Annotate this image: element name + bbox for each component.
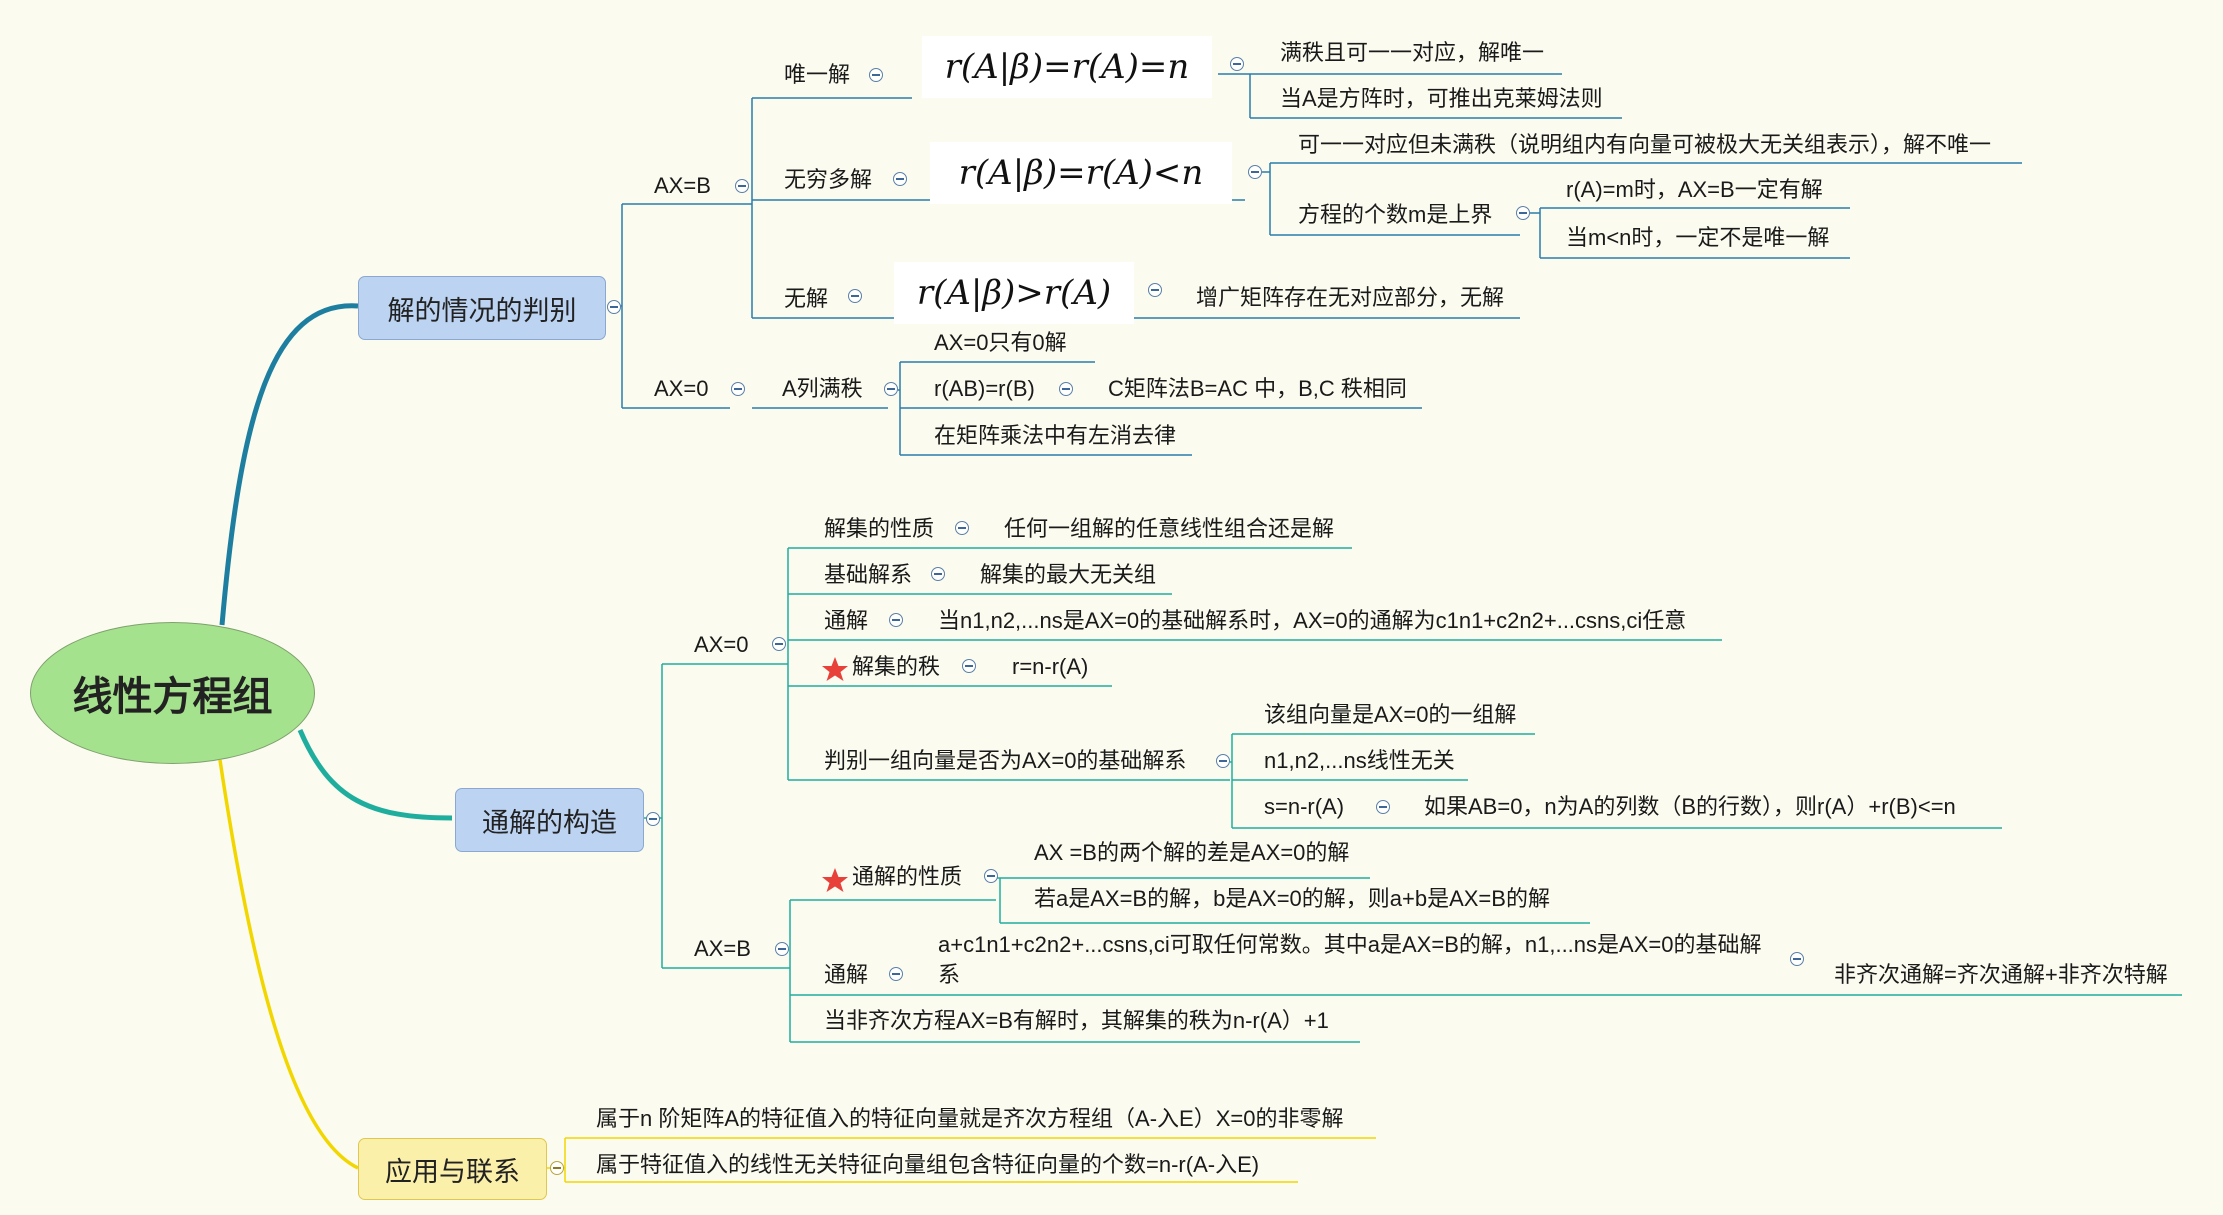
collapse-icon[interactable] <box>984 869 998 883</box>
collapse-icon[interactable] <box>731 382 745 396</box>
application-item-count: 属于特征值入的线性无关特征向量组包含特征向量的个数=n-r(A-入E) <box>596 1152 1260 1177</box>
collapse-icon[interactable] <box>962 659 976 673</box>
collapse-icon[interactable] <box>1148 283 1162 297</box>
main-node-judgement[interactable]: 解的情况的判别 <box>358 276 606 340</box>
star-icon <box>822 657 848 681</box>
collapse-icon[interactable] <box>607 300 621 314</box>
judge-basis-node[interactable]: 判别一组向量是否为AX=0的基础解系 <box>824 748 1187 773</box>
item-solution-rank[interactable]: 解集的秩 <box>852 654 941 679</box>
note-rank-bc: C矩阵法B=AC 中，B,C 秩相同 <box>1108 376 1407 401</box>
collapse-icon[interactable] <box>931 567 945 581</box>
collapse-icon[interactable] <box>772 637 786 651</box>
note-rank-inequality: 如果AB=0，n为A的列数（B的行数），则r(A）+r(B)<=n <box>1424 794 1956 819</box>
collapse-icon[interactable] <box>1248 165 1262 179</box>
formula-none: r(A|β)>r(A) <box>894 262 1134 324</box>
note-max-independent: 解集的最大无关组 <box>980 562 1157 587</box>
item-fundamental-system[interactable]: 基础解系 <box>824 562 913 587</box>
formula-infinite: r(A|β)=r(A)<n <box>930 142 1232 204</box>
note-general-formula: 当n1,n2,...ns是AX=0的基础解系时，AX=0的通解为c1n1+c2n… <box>938 608 1687 633</box>
collapse-icon[interactable] <box>884 382 898 396</box>
general-properties-node[interactable]: 通解的性质 <box>852 864 963 889</box>
collapse-icon[interactable] <box>550 1161 564 1175</box>
collapse-icon[interactable] <box>775 942 789 956</box>
no-solution-node[interactable]: 无解 <box>784 286 829 311</box>
item-difference: AX =B的两个解的差是AX=0的解 <box>1034 840 1350 865</box>
note-cramer: 当A是方阵时，可推出克莱姆法则 <box>1280 86 1603 111</box>
note-rank-formula: r=n-r(A) <box>1012 654 1089 679</box>
star-icon <box>822 868 848 892</box>
collapse-icon[interactable] <box>955 521 969 535</box>
main-node-application[interactable]: 应用与联系 <box>358 1138 547 1200</box>
collapse-icon[interactable] <box>889 967 903 981</box>
general-solution-node[interactable]: 通解 <box>824 962 869 987</box>
collapse-icon[interactable] <box>889 613 903 627</box>
item-general-solution[interactable]: 通解 <box>824 608 869 633</box>
collapse-icon[interactable] <box>893 172 907 186</box>
formula-unique: r(A|β)=r(A)=n <box>922 36 1212 98</box>
note-linear-combination: 任何一组解的任意线性组合还是解 <box>1004 516 1335 541</box>
collapse-icon[interactable] <box>1790 952 1804 966</box>
collapse-icon[interactable] <box>1216 754 1230 768</box>
axb-node-2[interactable]: AX=B <box>694 936 751 961</box>
note-general-equation: 非齐次通解=齐次通解+非齐次特解 <box>1834 962 2168 987</box>
ax0-node-2[interactable]: AX=0 <box>694 632 749 657</box>
root-node[interactable]: 线性方程组 <box>30 622 315 764</box>
note-rank-m: r(A)=m时，AX=B一定有解 <box>1566 177 1823 202</box>
collapse-icon[interactable] <box>848 289 862 303</box>
unique-solution-node[interactable]: 唯一解 <box>784 62 851 87</box>
axb-node[interactable]: AX=B <box>654 173 711 198</box>
item-solution-set-property[interactable]: 解集的性质 <box>824 516 935 541</box>
ax0-node[interactable]: AX=0 <box>654 376 709 401</box>
main-node-construction[interactable]: 通解的构造 <box>455 788 644 852</box>
collapse-icon[interactable] <box>1376 800 1390 814</box>
col-full-rank-node[interactable]: A列满秩 <box>782 376 863 401</box>
infinite-solution-node[interactable]: 无穷多解 <box>784 167 873 192</box>
note-not-unique: 可一一对应但未满秩（说明组内有向量可被极大无关组表示），解不唯一 <box>1298 132 1992 157</box>
item-s-count[interactable]: s=n-r(A) <box>1264 794 1345 819</box>
collapse-icon[interactable] <box>869 68 883 82</box>
application-item-eigenvector: 属于n 阶矩阵A的特征值入的特征向量就是齐次方程组（A-入E）X=0的非零解 <box>596 1106 1344 1131</box>
note-m-less-n: 当m<n时，一定不是唯一解 <box>1566 225 1830 250</box>
collapse-icon[interactable] <box>1059 382 1073 396</box>
collapse-icon[interactable] <box>1516 206 1530 220</box>
collapse-icon[interactable] <box>1230 57 1244 71</box>
eq-count-node[interactable]: 方程的个数m是上界 <box>1298 202 1493 227</box>
item-is-solution: 该组向量是AX=0的一组解 <box>1264 702 1517 727</box>
collapse-icon[interactable] <box>646 812 660 826</box>
note-full-rank: 满秩且可一一对应，解唯一 <box>1280 40 1545 65</box>
item-left-cancel: 在矩阵乘法中有左消去律 <box>934 423 1177 448</box>
item-sum: 若a是AX=B的解，b是AX=0的解，则a+b是AX=B的解 <box>1034 886 1550 911</box>
item-only-zero: AX=0只有0解 <box>934 330 1067 355</box>
item-independent: n1,n2,...ns线性无关 <box>1264 748 1455 773</box>
note-no-solution: 增广矩阵存在无对应部分，无解 <box>1196 285 1505 310</box>
note-nonhomogeneous-general: a+c1n1+c2n2+...csns,ci可取任何常数。其中a是AX=B的解，… <box>938 932 1762 987</box>
item-rank-ab[interactable]: r(AB)=r(B) <box>934 376 1035 401</box>
collapse-icon[interactable] <box>735 179 749 193</box>
note-rank-plus-one: 当非齐次方程AX=B有解时，其解集的秩为n-r(A）+1 <box>824 1008 1329 1033</box>
